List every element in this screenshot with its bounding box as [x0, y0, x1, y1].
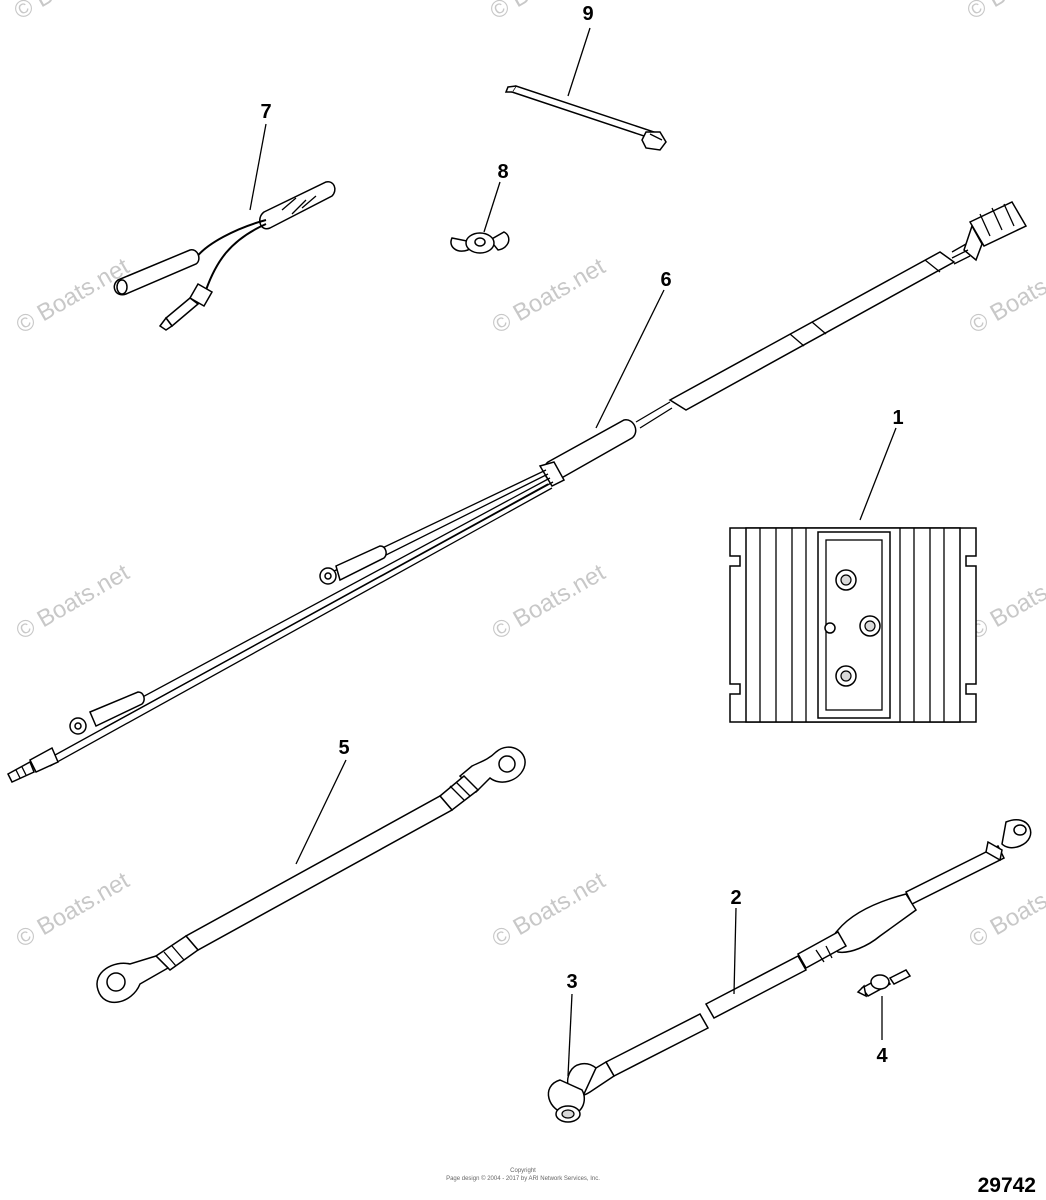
footer-page-design: Page design © 2004 - 2017 by ARI Network… — [446, 1175, 600, 1182]
watermark: © Boats.net — [12, 559, 135, 645]
watermark: © Boats.net — [488, 253, 611, 339]
callout-8[interactable]: 8 — [497, 161, 508, 183]
leader-9 — [567, 27, 591, 97]
part-8-wing-nut[interactable] — [450, 231, 510, 254]
leader-3 — [567, 993, 573, 1077]
leader-5 — [295, 759, 347, 865]
part-1-rectifier[interactable] — [729, 527, 977, 723]
watermark: © Boats.net — [963, 0, 1046, 25]
leader-2 — [733, 907, 737, 995]
footer-copyright: Copyright — [510, 1168, 536, 1174]
part-9-cable-tie[interactable] — [504, 85, 667, 151]
leader-7 — [249, 123, 267, 211]
watermark-layer: © Boats.net © Boats.net © Boats.net © Bo… — [10, 0, 1046, 953]
callout-9[interactable]: 9 — [582, 3, 593, 25]
callout-5[interactable]: 5 — [338, 737, 349, 759]
watermark: © Boats.net — [488, 559, 611, 645]
part-6-harness[interactable] — [7, 201, 1028, 783]
watermark: © Boats.net — [12, 867, 135, 953]
part-3-terminal-boot[interactable] — [547, 1060, 615, 1123]
watermark: © Boats.net — [12, 253, 135, 339]
watermark: © Boats.net — [965, 253, 1046, 339]
watermark: © Boats.net — [488, 867, 611, 953]
watermark: © Boats.net — [10, 0, 133, 25]
callout-7[interactable]: 7 — [260, 101, 271, 123]
callout-6[interactable]: 6 — [660, 269, 671, 291]
callout-4[interactable]: 4 — [876, 1045, 888, 1067]
callout-3[interactable]: 3 — [566, 971, 577, 993]
drawing-number: 29742 — [978, 1174, 1036, 1197]
part-7-y-harness[interactable] — [113, 181, 336, 331]
part-2-cable[interactable] — [604, 819, 1032, 1077]
part-5-ground-strap[interactable] — [96, 746, 526, 1004]
callout-2[interactable]: 2 — [730, 887, 741, 909]
callout-1[interactable]: 1 — [892, 407, 903, 429]
watermark: © Boats.net — [965, 867, 1046, 953]
leader-8 — [483, 181, 501, 233]
leader-6 — [595, 289, 665, 429]
part-4-clip[interactable] — [856, 969, 912, 998]
leader-1 — [859, 427, 897, 521]
